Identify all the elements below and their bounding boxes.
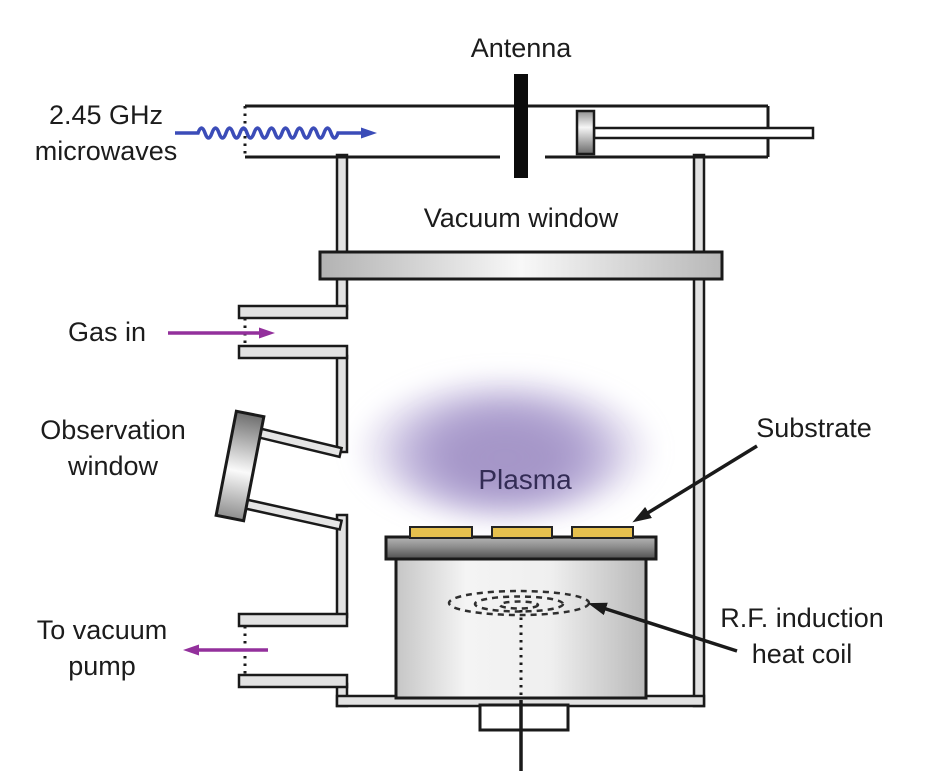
plasma-label: Plasma	[478, 462, 571, 498]
tuning-plunger-disc	[575, 109, 596, 156]
microwave-source-line1: 2.45 GHz	[48, 100, 164, 130]
observation-label-line2: window	[67, 451, 159, 481]
rf-coil-label: R.F. induction heat coil	[720, 600, 884, 672]
gas-in-label-text: Gas in	[67, 317, 147, 347]
gas-inlet-port-bottom	[237, 344, 349, 360]
observation-label-line1: Observation	[40, 415, 186, 445]
substrate-label-text: Substrate	[756, 413, 872, 443]
substrate-chip-2	[491, 526, 553, 539]
right-wall	[692, 153, 706, 708]
observation-strut-lower	[240, 497, 344, 531]
microwave-wave-arrow-icon	[175, 126, 377, 140]
vacuum-pump-label-line2: pump	[68, 651, 136, 681]
support-flange	[478, 703, 570, 732]
vacuum-pump-label-line1: To vacuum	[36, 615, 168, 645]
observation-window-label: Observation window	[40, 412, 186, 484]
pump-port-bottom	[237, 673, 349, 689]
rf-coil-label-line1: R.F. induction	[720, 603, 884, 633]
tuning-rod	[592, 126, 815, 140]
microwave-source-label: 2.45 GHz microwaves	[35, 97, 178, 169]
antenna-label: Antenna	[471, 30, 572, 66]
plasma-cloud	[348, 368, 662, 532]
vacuum-window-flange	[318, 250, 724, 281]
rf-coil-pointer-arrow-icon	[587, 602, 738, 653]
vacuum-pump-label: To vacuum pump	[37, 612, 168, 684]
substrate-chip-3	[571, 526, 634, 539]
substrate-pointer-arrow-icon	[632, 444, 758, 523]
plasma-label-text: Plasma	[478, 464, 572, 495]
left-wall-upper	[335, 153, 349, 311]
left-wall-middle	[335, 354, 349, 454]
rf-coil-label-line2: heat coil	[751, 639, 853, 669]
substrate-chip-1	[409, 526, 473, 539]
vacuum-window-label: Vacuum window	[424, 200, 619, 236]
substrate-label: Substrate	[756, 410, 872, 446]
waveguide	[243, 104, 770, 159]
substrate-stage	[384, 535, 658, 561]
vacuum-window-label-text: Vacuum window	[423, 203, 619, 233]
substrates	[409, 526, 634, 539]
antenna-bar	[514, 74, 528, 178]
observation-window-disc	[214, 409, 266, 523]
observation-strut-upper	[254, 426, 344, 459]
pedestal-cylinder	[394, 556, 648, 700]
observation-window	[214, 409, 344, 531]
microwave-source-line2: microwaves	[34, 136, 178, 166]
gas-inlet-port-top	[237, 304, 349, 320]
antenna-label-text: Antenna	[470, 33, 572, 63]
pump-port-top	[237, 612, 349, 628]
gas-in-label: Gas in	[68, 314, 146, 350]
